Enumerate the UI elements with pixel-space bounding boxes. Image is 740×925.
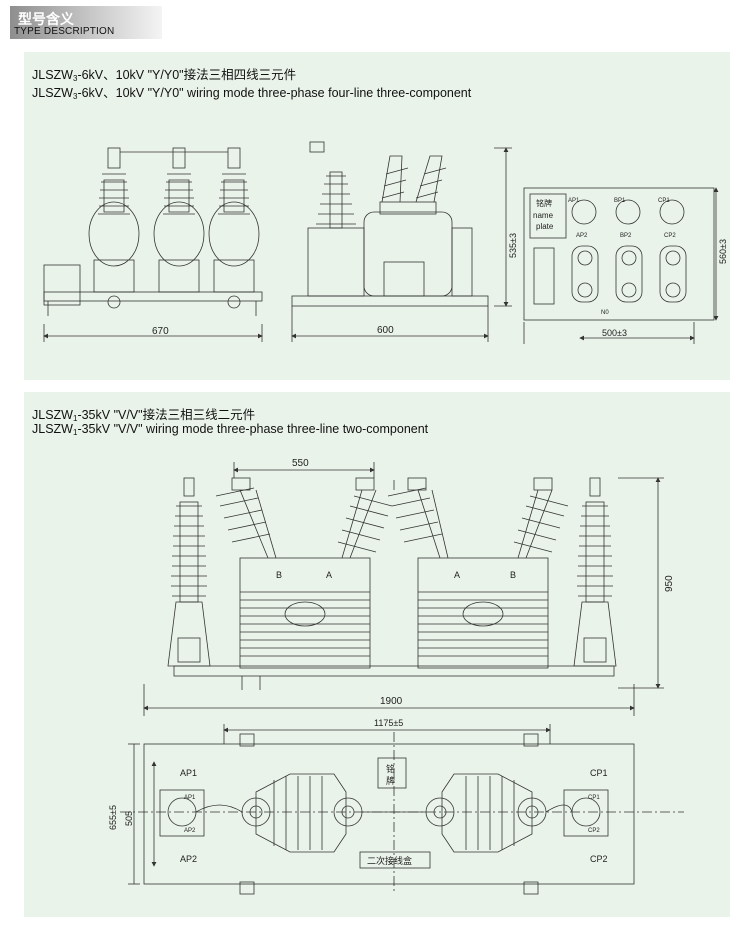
header-title-en: TYPE DESCRIPTION: [14, 26, 115, 37]
panel1-drawings: 670 600 535±3 560±3 500±3 铭牌 name plate …: [43, 141, 728, 344]
nameplate-cn: 铭牌: [536, 198, 552, 208]
label-a-left: A: [326, 570, 332, 580]
label-junction-box: 二次接线盒: [367, 855, 412, 866]
nameplate-en1: name: [533, 211, 554, 220]
label-cp2-small: CP2: [588, 828, 600, 834]
plan-view: [120, 724, 684, 895]
label-ap1: AP1: [180, 768, 197, 778]
header-title-cn: 型号含义: [18, 12, 74, 28]
section-header: 型号含义 TYPE DESCRIPTION: [10, 6, 162, 39]
label-n0: N0: [601, 310, 609, 316]
label-cp2: CP2: [590, 854, 608, 864]
panel2-title-en: JLSZW1-35kV "V/V" wiring mode three-phas…: [32, 422, 429, 437]
dim-top-width: 500±3: [602, 328, 627, 338]
top-view: [523, 187, 719, 344]
label-ap1-small: AP1: [184, 795, 196, 801]
nameplate-char1: 铭: [386, 763, 395, 774]
elevation-view: [143, 462, 664, 716]
label-bp1: BP1: [614, 198, 626, 204]
label-b-left: B: [276, 570, 282, 580]
nameplate-char2: 牌: [386, 775, 395, 786]
label-b-right: B: [510, 570, 516, 580]
panel2-drawings: 550 950 1900 1175±5 655±5 505 B A A B AP…: [108, 458, 684, 895]
dim-depth-inner: 505: [124, 811, 134, 826]
panel1-title-en: JLSZW3-6kV、10kV "Y/Y0" wiring mode three…: [32, 86, 472, 101]
panel-three-component: JLSZW3-6kV、10kV "Y/Y0"接法三相四线三元件 JLSZW3-6…: [24, 52, 730, 380]
label-cp1: CP1: [590, 768, 608, 778]
label-bp2: BP2: [620, 233, 632, 239]
dim-top-height: 560±3: [718, 239, 728, 264]
dim-front-width: 670: [152, 326, 169, 337]
label-ap2-small: AP2: [184, 828, 196, 834]
dim-depth-outer: 655±5: [108, 805, 118, 830]
label-cp1: CP1: [658, 198, 670, 204]
dim-side-width: 600: [377, 325, 394, 336]
label-cp2: CP2: [664, 233, 676, 239]
panel2-title-cn: JLSZW1-35kV "V/V"接法三相三线二元件: [32, 408, 256, 423]
front-view: [43, 147, 263, 342]
label-ap2: AP2: [576, 233, 588, 239]
panel-two-component: JLSZW1-35kV "V/V"接法三相三线二元件 JLSZW1-35kV "…: [24, 392, 730, 917]
dim-height: 950: [664, 575, 675, 592]
dim-inner: 1175±5: [374, 718, 403, 728]
dim-side-height: 535±3: [508, 233, 518, 258]
dim-span: 550: [292, 458, 309, 469]
nameplate-en2: plate: [536, 222, 554, 231]
dim-length: 1900: [380, 696, 403, 707]
panel1-title-cn: JLSZW3-6kV、10kV "Y/Y0"接法三相四线三元件: [32, 68, 297, 83]
label-a-right: A: [454, 570, 460, 580]
label-ap1: AP1: [568, 198, 580, 204]
label-ap2: AP2: [180, 854, 197, 864]
side-view: [291, 141, 512, 342]
label-cp1-small: CP1: [588, 795, 600, 801]
